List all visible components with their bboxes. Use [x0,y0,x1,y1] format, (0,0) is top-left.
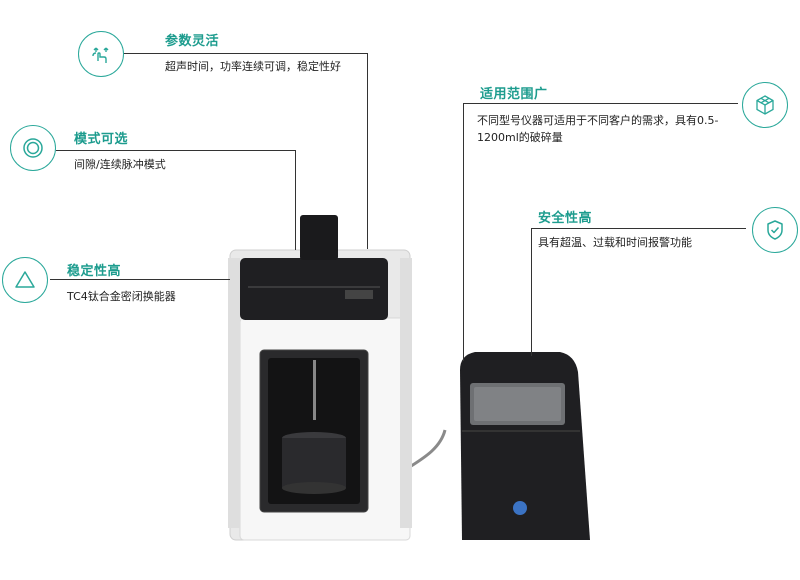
feature-description: 具有超温、过载和时间报警功能 [538,236,692,249]
connector-line [463,103,738,104]
controller-unit [460,352,590,540]
connector-line [50,279,230,280]
feature-description: 超声时间，功率连续可调，稳定性好 [165,60,341,73]
connector-line [295,150,296,250]
sound-enclosure [228,215,412,541]
brand-logo [513,501,527,515]
feature-title: 模式可选 [74,132,129,147]
triangle-icon [2,257,48,303]
shield-check-icon [752,207,798,253]
connector-line [531,228,746,229]
cube-icon [742,82,788,128]
concentric-circles-icon [10,125,56,171]
feature-description: TC4钛合金密闭换能器 [67,290,176,303]
feature-title: 适用范围广 [480,87,548,102]
touch-arrows-icon [78,31,124,77]
feature-title: 稳定性高 [67,264,122,279]
feature-title: 安全性高 [538,211,593,226]
connector-line [100,53,368,54]
connector-line [463,103,464,361]
feature-description: 不同型号仪器可适用于不同客户的需求，具有0.5-1200ml的破碎量 [477,114,719,144]
feature-title: 参数灵活 [165,34,220,49]
connector-line [531,228,532,356]
transducer-head [300,215,338,260]
feature-description: 间隙/连续脉冲模式 [74,158,166,171]
connector-line [56,150,296,151]
connector-line [367,53,368,249]
probe [313,360,316,420]
